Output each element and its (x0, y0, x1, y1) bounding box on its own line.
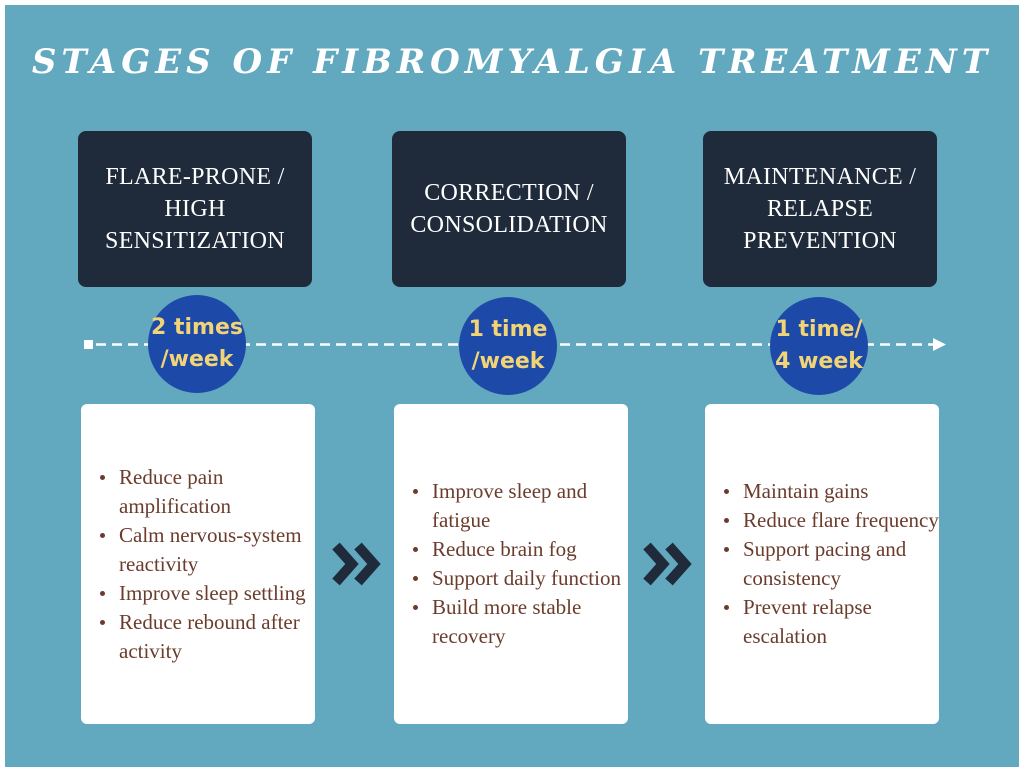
list-item: Reduce rebound after activity (100, 608, 315, 666)
stage-heading-1: FLARE-PRONE / HIGH SENSITIZATION (78, 131, 312, 287)
double-chevron-right-icon (643, 542, 692, 586)
page-title: STAGES OF FIBROMYALGIA TREATMENT (31, 42, 993, 82)
stage-1-goals: Reduce pain amplification Calm nervous-s… (81, 463, 315, 666)
list-item: Support daily function (413, 564, 628, 593)
list-item: Reduce flare frequency (724, 506, 939, 535)
stage-heading-3: MAINTENANCE / RELAPSE PREVENTION (703, 131, 937, 287)
stage-heading-2: CORRECTION / CONSOLIDATION (392, 131, 626, 287)
frequency-badge-2: 1 time /week (459, 297, 557, 395)
list-item: Support pacing and consistency (724, 535, 939, 593)
list-item: Improve sleep settling (100, 579, 315, 608)
list-item: Reduce pain amplification (100, 463, 315, 521)
stage-card-1: Reduce pain amplification Calm nervous-s… (81, 404, 315, 724)
list-item: Prevent relapse escalation (724, 593, 939, 651)
list-item: Calm nervous-system reactivity (100, 521, 315, 579)
frequency-badge-3: 1 time/ 4 week (770, 297, 868, 395)
double-chevron-right-icon (332, 542, 381, 586)
list-item: Build more stable recovery (413, 593, 628, 651)
stage-card-3: Maintain gains Reduce flare frequency Su… (705, 404, 939, 724)
frequency-badge-1: 2 times /week (148, 295, 246, 393)
stage-2-goals: Improve sleep and fatigue Reduce brain f… (394, 477, 628, 651)
stage-3-goals: Maintain gains Reduce flare frequency Su… (705, 477, 939, 651)
list-item: Maintain gains (724, 477, 939, 506)
list-item: Reduce brain fog (413, 535, 628, 564)
stage-card-2: Improve sleep and fatigue Reduce brain f… (394, 404, 628, 724)
list-item: Improve sleep and fatigue (413, 477, 628, 535)
